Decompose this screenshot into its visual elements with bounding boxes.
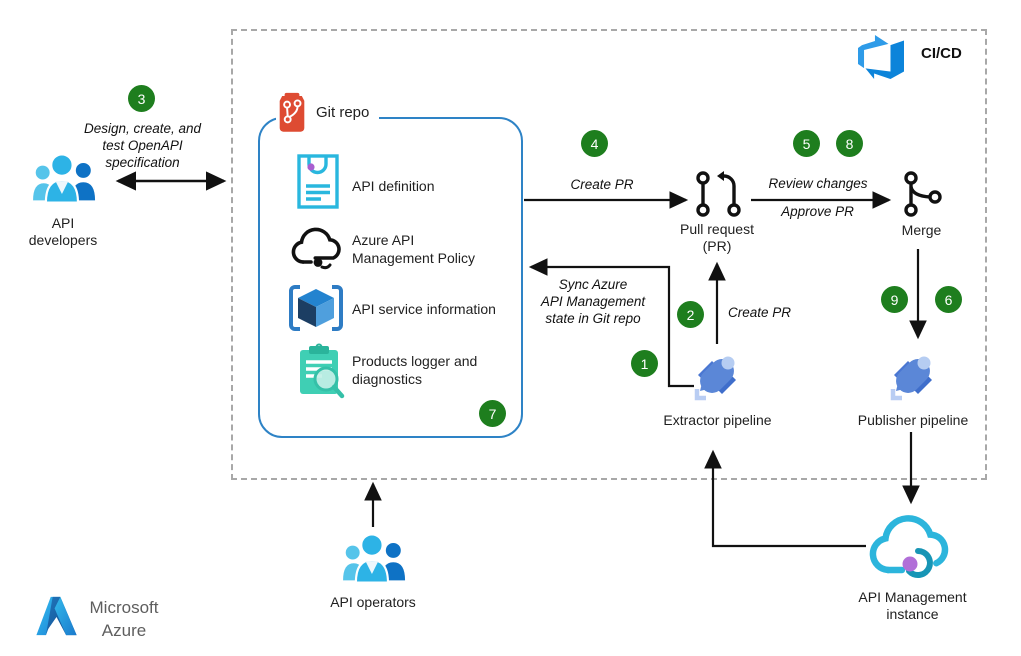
publisher-pipeline-label: Publisher pipeline [857, 412, 969, 428]
extractor-pipeline-label: Extractor pipeline [663, 412, 772, 428]
cicd-label: CI/CD [921, 45, 962, 62]
create-pr-vertical-annotation: Create PR [728, 305, 792, 320]
microsoft-azure-logo [36, 596, 77, 636]
api-developers-icon [33, 153, 96, 204]
approve-pr-annotation: Approve PR [781, 204, 854, 219]
step-badge-4: 4 [581, 130, 608, 157]
pull-request-label: Pull request (PR) [680, 221, 754, 254]
api-operators-label: API operators [330, 594, 416, 610]
api-developers-label: API developers [28, 215, 98, 248]
step-badge-6: 6 [935, 286, 962, 313]
api-definition-icon [297, 154, 339, 209]
apim-instance-label: API Management instance [858, 589, 967, 622]
products-logger-label: Products logger and diagnostics [352, 353, 478, 387]
git-repo-box [258, 117, 523, 438]
step-badge-1: 1 [631, 350, 658, 377]
step-badge-7: 7 [479, 400, 506, 427]
design-annotation: Design, create, and test OpenAPI specifi… [83, 121, 202, 170]
api-operators-icon [343, 533, 406, 584]
apim-instance-icon [869, 515, 949, 578]
apim-policy-label: Azure API Management Policy [352, 232, 475, 266]
step-badge-9: 9 [881, 286, 908, 313]
azure-devops-icon [858, 35, 904, 79]
step-badge-2: 2 [677, 301, 704, 328]
merge-label: Merge [901, 222, 942, 238]
create-pr-annotation: Create PR [570, 177, 634, 192]
sync-state-annotation: Sync Azure API Management state in Git r… [540, 277, 646, 326]
cicd-boundary-box [231, 29, 987, 480]
git-repo-icon [279, 92, 305, 132]
review-changes-annotation: Review changes [768, 176, 868, 191]
git-repo-header: Git repo [276, 90, 380, 134]
extractor-pipeline-icon [694, 356, 736, 401]
apim-policy-icon [291, 227, 341, 270]
step-badge-3: 3 [128, 85, 155, 112]
microsoft-azure-text: Microsoft Azure [89, 598, 159, 640]
api-service-info-icon [289, 285, 343, 331]
pull-request-icon [696, 171, 741, 217]
merge-icon [904, 171, 942, 217]
step-badge-8: 8 [836, 130, 863, 157]
step-badge-5: 5 [793, 130, 820, 157]
products-logger-icon [300, 343, 345, 399]
git-repo-title: Git repo [316, 103, 370, 121]
publisher-pipeline-icon [890, 356, 932, 401]
api-definition-label: API definition [352, 178, 435, 194]
api-service-info-label: API service information [352, 301, 496, 317]
